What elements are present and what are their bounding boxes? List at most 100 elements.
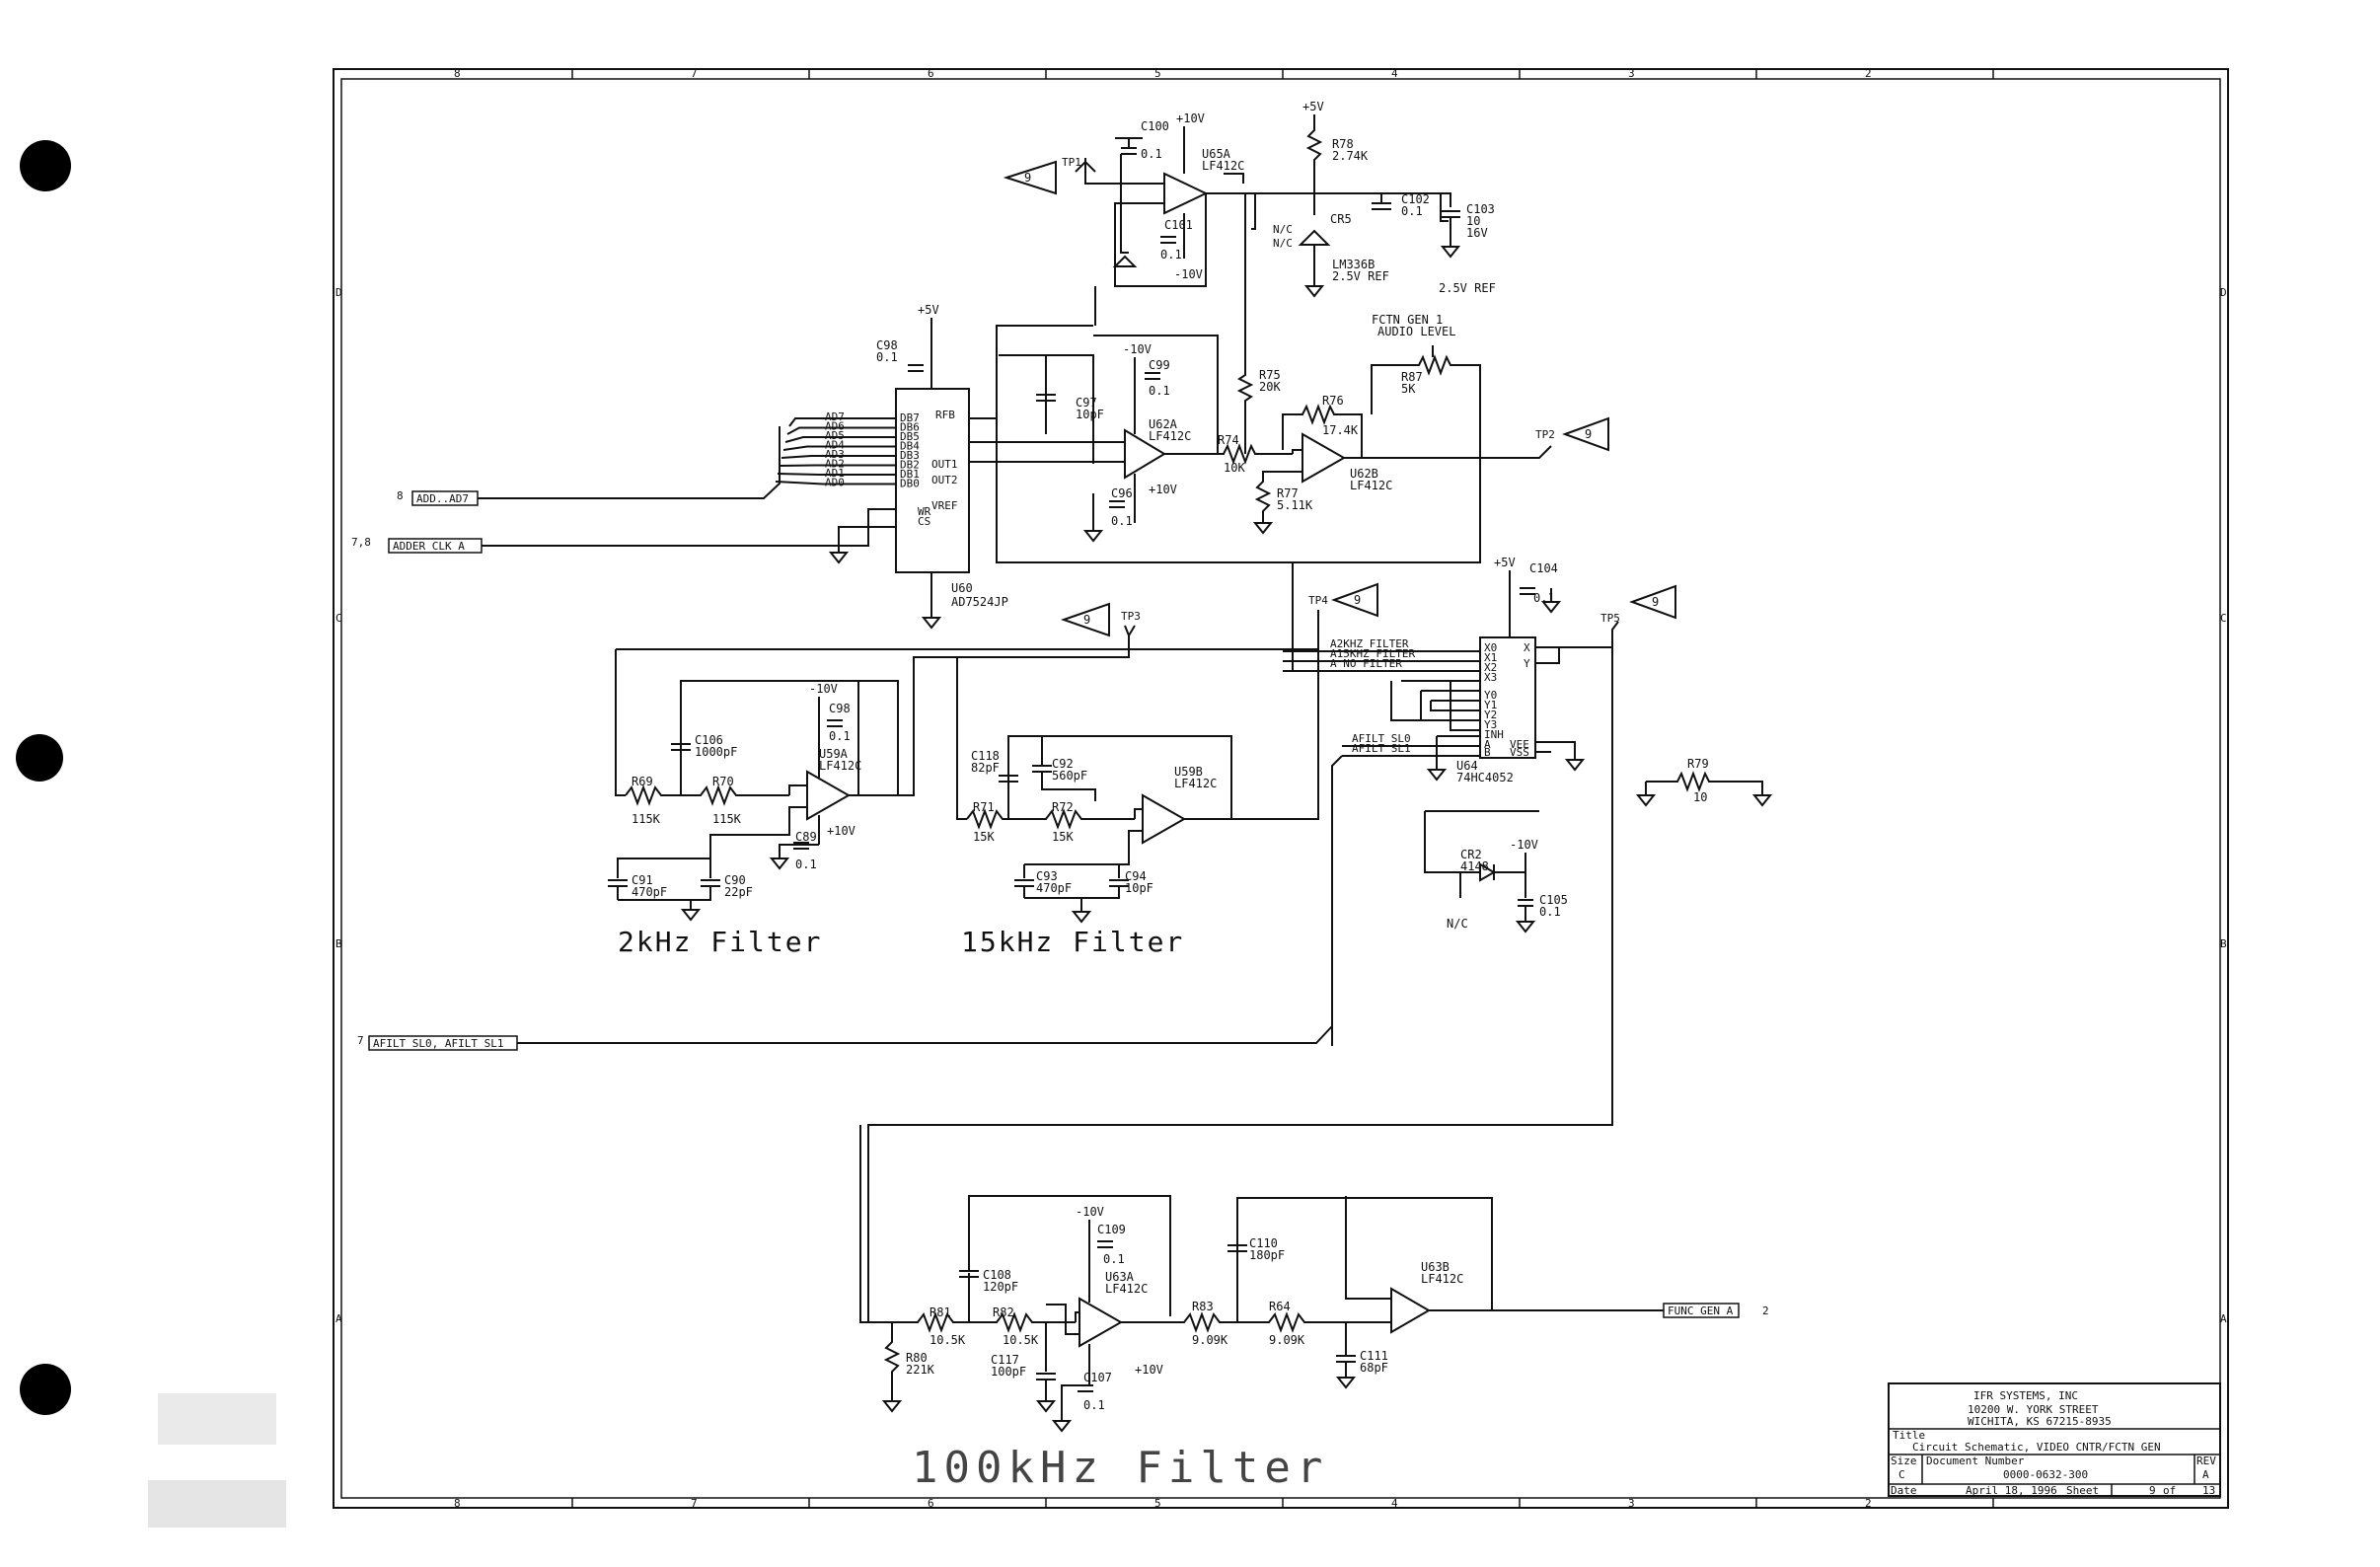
zone-right-d: D — [2220, 286, 2227, 299]
dac-bus-wire — [781, 455, 896, 459]
u60-cs: CS — [918, 515, 930, 528]
c111-value: 68pF — [1360, 1361, 1388, 1375]
outer-frame — [333, 68, 2229, 1509]
tp5-flag-shape — [1629, 584, 1676, 620]
c92-label: C92 — [1052, 757, 1074, 771]
mux-in-2k: A2KHZ FILTER — [1330, 637, 1409, 650]
c99-label: C99 — [1149, 358, 1170, 372]
of-value: 13 — [2202, 1484, 2215, 1497]
c89-value: 0.1 — [795, 858, 817, 871]
r74-label: R74 — [1218, 433, 1239, 447]
c94-label: C94 — [1125, 869, 1147, 883]
u64-body — [1479, 636, 1536, 759]
zone-top-8: 8 — [454, 67, 461, 80]
u64-pin-a: A — [1484, 738, 1491, 751]
c98a-label: C98 — [876, 338, 898, 352]
dac-pin-db4: DB4 — [900, 440, 920, 453]
c90-value: 22pF — [724, 885, 753, 899]
tp1-flag-shape — [1003, 160, 1057, 195]
c98b-label: C98 — [829, 702, 851, 715]
r75-label: R75 — [1259, 368, 1281, 382]
u64-pin-y2: Y2 — [1484, 709, 1497, 721]
binder-hole-bottom — [20, 1364, 71, 1415]
zone-right-a: A — [2220, 1312, 2227, 1325]
c94-value: 10pF — [1125, 881, 1153, 895]
r74-value: 10K — [1224, 461, 1245, 475]
u62b-label: U62B — [1350, 467, 1378, 481]
tp3-label: TP3 — [1121, 610, 1141, 623]
u60-out2: OUT2 — [931, 474, 958, 486]
c100-label: C100 — [1141, 119, 1169, 133]
ref-2v5-label: 2.5V REF — [1439, 281, 1496, 295]
add-bus-label: ADD..AD7 — [416, 492, 469, 505]
dac-net-ad3: AD3 — [825, 448, 845, 461]
zone-left-d: D — [335, 286, 342, 299]
u63a-supply-neg: -10V — [1076, 1205, 1104, 1219]
u60-out1: OUT1 — [931, 458, 958, 471]
company-address-2: WICHITA, KS 67215-8935 — [1968, 1415, 2112, 1428]
inner-frame — [340, 78, 2221, 1499]
adder-clk-label: ADDER CLK A — [393, 540, 465, 553]
tp2-label: TP2 — [1535, 428, 1555, 441]
c105-label: C105 — [1539, 893, 1568, 907]
u64-pin-y3: Y3 — [1484, 718, 1497, 731]
zone-bottom-7: 7 — [691, 1497, 698, 1510]
u64-pin-inh: INH — [1484, 728, 1504, 741]
cr2-value: 4148 — [1460, 859, 1489, 873]
u62a-supply-neg: -10V — [1123, 342, 1152, 356]
u64-pin-vee: VEE — [1510, 738, 1529, 751]
add-bus-ref: 8 — [397, 489, 404, 502]
u64-label: U64 — [1456, 759, 1478, 773]
c97-value: 10pF — [1076, 408, 1104, 421]
tp4-label: TP4 — [1308, 594, 1328, 607]
zone-top-7: 7 — [691, 67, 698, 80]
c99-value: 0.1 — [1149, 384, 1170, 398]
adder-clk-ref: 7,8 — [351, 536, 371, 549]
date-value: April 18, 1996 — [1966, 1484, 2057, 1497]
c111-label: C111 — [1360, 1349, 1388, 1363]
c118-label: C118 — [971, 749, 1000, 763]
dac-pin-db7: DB7 — [900, 411, 920, 424]
cr5-nc-2: N/C — [1273, 237, 1293, 250]
u62a-stage: U62A LF412C -10V C99 0.1 +10V C96 0.1 C9… — [969, 286, 1219, 543]
r77-value: 5.11K — [1277, 498, 1313, 512]
u63a-label: U63A — [1105, 1270, 1135, 1284]
zone-left-b: B — [335, 937, 342, 950]
binder-hole-middle — [16, 734, 63, 782]
drawing-title: Circuit Schematic, VIDEO CNTR/FCTN GEN — [1912, 1441, 2161, 1454]
zone-bottom-2: 2 — [1865, 1497, 1872, 1510]
c109-value: 0.1 — [1103, 1252, 1125, 1266]
sheet-value: 9 — [2149, 1484, 2156, 1497]
c101-label: C101 — [1164, 218, 1193, 232]
company-address-1: 10200 W. YORK STREET — [1968, 1403, 2099, 1416]
u62b-opamp — [1302, 432, 1347, 484]
tp4-flag-shape — [1331, 582, 1378, 618]
u64-pin-b: B — [1484, 746, 1491, 759]
r78-supply: +5V — [1302, 100, 1324, 113]
c101-value: 0.1 — [1160, 248, 1182, 261]
r76-value: 17.4K — [1322, 423, 1359, 437]
u64-pin-x: X — [1524, 641, 1530, 654]
input-signals: 8 ADD..AD7 7,8 ADDER CLK A — [351, 426, 896, 564]
c98a-value: 0.1 — [876, 350, 898, 364]
c117-value: 100pF — [991, 1365, 1026, 1379]
c104-label: C104 — [1529, 561, 1558, 575]
tp2-flag-shape — [1562, 416, 1609, 452]
dac-net-ad1: AD1 — [825, 467, 845, 480]
c106-value: 1000pF — [695, 745, 737, 759]
dac-bus-wire — [775, 481, 896, 485]
u64-pin-y0: Y0 — [1484, 689, 1497, 702]
filter-2khz-title: 2kHz Filter — [618, 926, 822, 958]
dac-pin-db2: DB2 — [900, 459, 920, 472]
r79-label: R79 — [1687, 757, 1709, 771]
c103-voltage: 16V — [1466, 226, 1488, 240]
size-value: C — [1898, 1468, 1905, 1481]
afilt-ref: 7 — [357, 1034, 364, 1047]
u62a-opamp — [1124, 428, 1166, 480]
zone-right-b: B — [2220, 937, 2227, 950]
filter-2khz: R69 115K R70 115K C106 1000pF U59A LF412… — [608, 648, 1318, 958]
filter-100khz: R81 10.5K R82 10.5K R80 221K C108 120pF … — [859, 1125, 1769, 1493]
zone-bottom-4: 4 — [1391, 1497, 1398, 1510]
mux-u64: U64 74HC4052 +5V C104 0.1 X0 X1 X2 X3 Y0… — [867, 556, 1676, 1322]
tp1-label: TP1 — [1062, 156, 1081, 169]
